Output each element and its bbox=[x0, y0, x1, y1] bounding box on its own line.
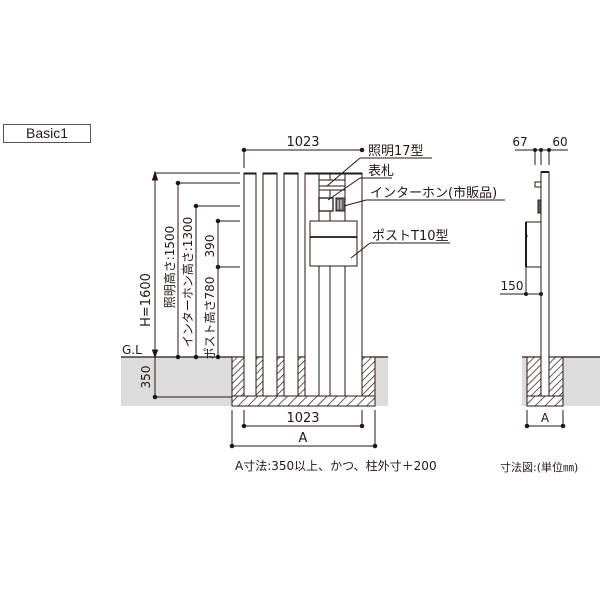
front-view bbox=[121, 147, 505, 449]
intercom-height-label: インターホン高さ:1300 bbox=[180, 217, 195, 348]
bottom-width-label: 1023 bbox=[286, 411, 319, 426]
post-box bbox=[309, 220, 358, 267]
nameplate bbox=[318, 197, 334, 212]
side-dim-right: 60 bbox=[552, 135, 567, 149]
side-view bbox=[500, 148, 600, 429]
intercom bbox=[335, 197, 346, 212]
top-width-label: 1023 bbox=[286, 135, 319, 150]
depth-label: 350 bbox=[139, 366, 153, 389]
light-height-label: 照明高さ:1500 bbox=[162, 226, 177, 309]
a-dimension-note: A寸法:350以上、かつ、柱外寸＋200 bbox=[235, 458, 437, 473]
callout-light: 照明17型 bbox=[368, 144, 424, 159]
side-dim-left: 67 bbox=[512, 135, 527, 149]
ground-level-label: G.L bbox=[122, 343, 142, 357]
post-size-label: 390 bbox=[203, 235, 217, 258]
foundation-base bbox=[231, 395, 376, 407]
diagram-title: Basic1 bbox=[3, 124, 91, 143]
callout-intercom: インターホン(市販品) bbox=[370, 185, 497, 201]
total-height-label: H=1600 bbox=[139, 273, 154, 327]
callout-post: ポストT10型 bbox=[372, 229, 448, 244]
side-column bbox=[540, 171, 550, 397]
callout-nameplate: 表札 bbox=[368, 164, 394, 179]
side-dim-post: 150 bbox=[501, 279, 524, 293]
slat-2 bbox=[262, 172, 278, 397]
side-foundation-width-label: A bbox=[541, 411, 550, 425]
unit-note: 寸法図:(単位㎜) bbox=[500, 460, 578, 474]
slat-1 bbox=[243, 172, 257, 397]
foundation-width-label: A bbox=[299, 431, 308, 446]
slat-3 bbox=[283, 172, 299, 397]
light-fixture bbox=[318, 179, 346, 191]
post-height-label: ポスト高さ780 bbox=[202, 277, 217, 360]
